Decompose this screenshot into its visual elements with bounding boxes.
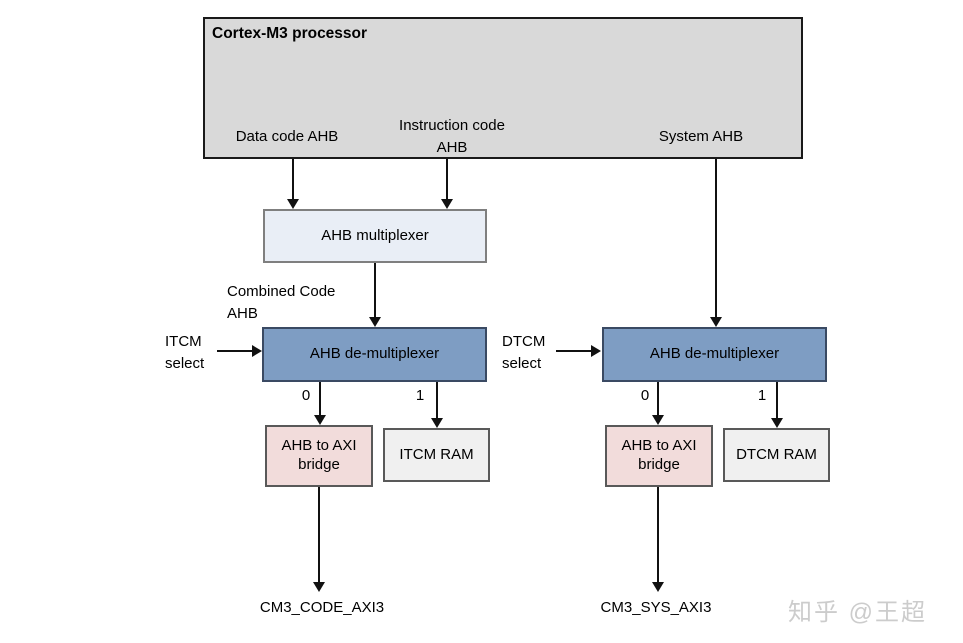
dtcm-out0-label: 0 [640, 387, 650, 404]
arrow-down-icon [441, 199, 453, 209]
arrow-instruction-code-ahb [441, 159, 453, 209]
itcm-out1-label: 1 [415, 387, 425, 404]
processor-title: Cortex-M3 processor [212, 25, 368, 42]
arrow-cm3-sys-axi3 [652, 487, 664, 592]
itcm-ahb-to-axi-bridge-block: AHB to AXI bridge [265, 425, 373, 487]
dtcm-ahb-to-axi-bridge-block: AHB to AXI bridge [605, 425, 713, 487]
arrow-itcm-out0 [314, 382, 326, 425]
port-label-data-code-ahb: Data code AHB [235, 128, 339, 145]
arrow-itcm-out1 [431, 382, 443, 428]
watermark: 知乎 @王超 [788, 599, 928, 626]
arrow-system-ahb [710, 159, 722, 327]
dtcm-select-label: DTCM select [502, 333, 546, 372]
cm3-sys-axi3-label: CM3_SYS_AXI3 [600, 599, 712, 616]
arrow-right-icon [252, 345, 262, 357]
combined-code-ahb-label: Combined Code AHB [227, 283, 336, 322]
ahb-multiplexer-block: AHB multiplexer [263, 209, 487, 263]
arrow-cm3-code-axi3 [313, 487, 325, 592]
arrow-dtcm-select [556, 345, 601, 357]
arrow-data-code-ahb [287, 159, 299, 209]
itcm-ram-block: ITCM RAM [383, 428, 490, 482]
arrow-down-icon [314, 415, 326, 425]
itcm-demultiplexer-block: AHB de-multiplexer [262, 327, 487, 382]
arrow-down-icon [771, 418, 783, 428]
arrow-combined-code-ahb [369, 263, 381, 327]
itcm-select-label: ITCM select [165, 333, 205, 372]
itcm-out0-label: 0 [301, 387, 311, 404]
dtcm-out1-label: 1 [757, 387, 767, 404]
port-label-system-ahb: System AHB [658, 128, 744, 145]
cm3-code-axi3-label: CM3_CODE_AXI3 [259, 599, 385, 616]
arrow-down-icon [652, 582, 664, 592]
port-label-instruction-code-ahb: Instruction code AHB [399, 117, 505, 156]
arrow-itcm-select [217, 345, 262, 357]
arrow-down-icon [431, 418, 443, 428]
arrow-right-icon [591, 345, 601, 357]
dtcm-demultiplexer-block: AHB de-multiplexer [602, 327, 827, 382]
arrow-down-icon [652, 415, 664, 425]
arrow-down-icon [710, 317, 722, 327]
arrow-dtcm-out0 [652, 382, 664, 425]
arrow-down-icon [369, 317, 381, 327]
dtcm-ram-block: DTCM RAM [723, 428, 830, 482]
arrow-down-icon [287, 199, 299, 209]
arrow-down-icon [313, 582, 325, 592]
arrow-dtcm-out1 [771, 382, 783, 428]
cortex-m3-processor-block: Cortex-M3 processor [203, 17, 803, 159]
